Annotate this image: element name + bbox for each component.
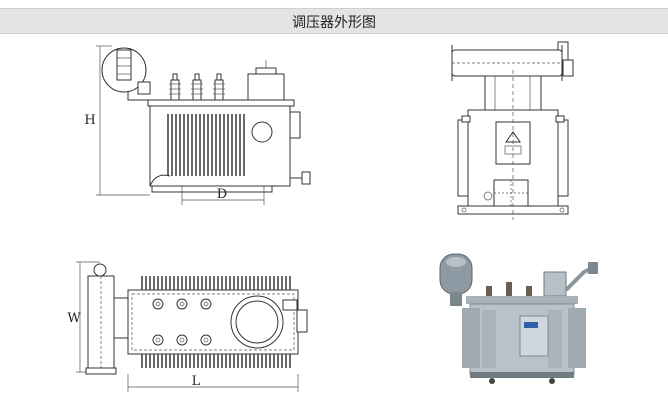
plan-length-dimension-label: L [192,374,201,389]
transformer-front-elevation-icon [96,45,311,205]
title-bar: 调压器外形图 [0,8,668,34]
width-dimension-label: D [217,187,227,202]
transformer-photo-icon [439,253,598,384]
plan-bushings [152,298,212,346]
height-dimension-label: H [84,113,95,128]
plan-width-dimension-label: W [67,311,81,326]
transformer-side-elevation-icon [451,41,574,220]
transformer-plan-view-icon [76,261,308,392]
page-title: 调压器外形图 [292,15,376,31]
